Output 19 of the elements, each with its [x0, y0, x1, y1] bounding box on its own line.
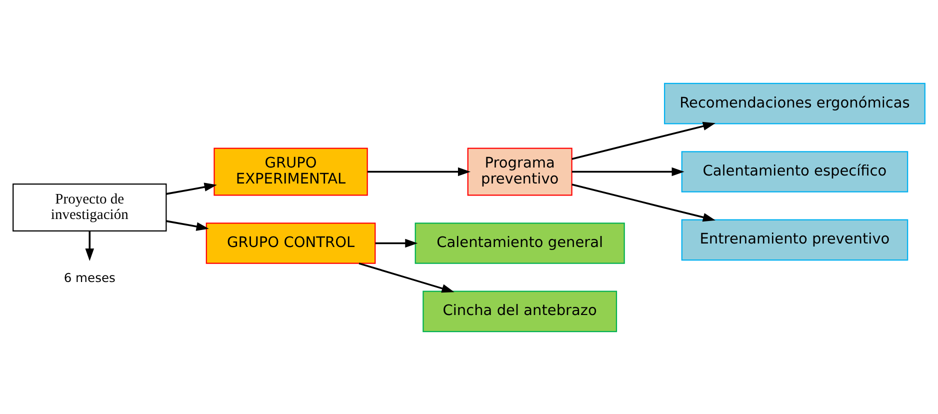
- node-box: Entrenamiento preventivo: [681, 218, 908, 260]
- node-text: 6 meses: [64, 270, 116, 285]
- node-box: Programa preventivo: [467, 147, 572, 196]
- arrow: [572, 121, 716, 160]
- node-box: Calentamiento general: [414, 222, 625, 264]
- node-box: Cincha del antebrazo: [422, 290, 618, 332]
- arrow: [367, 166, 471, 176]
- arrow: [166, 220, 209, 230]
- node-box: GRUPO CONTROL: [206, 222, 376, 264]
- arrow: [85, 230, 94, 261]
- arrow: [358, 262, 454, 292]
- node-box: Proyecto de investigación: [12, 182, 167, 232]
- node-box: GRUPO EXPERIMENTAL: [214, 147, 368, 196]
- node-box: Recomendaciones ergonómicas: [664, 82, 926, 124]
- arrow: [375, 238, 418, 248]
- arrow: [166, 182, 217, 194]
- node-box: Calentamiento específico: [681, 150, 908, 192]
- arrow: [572, 183, 716, 222]
- arrow: [572, 166, 684, 176]
